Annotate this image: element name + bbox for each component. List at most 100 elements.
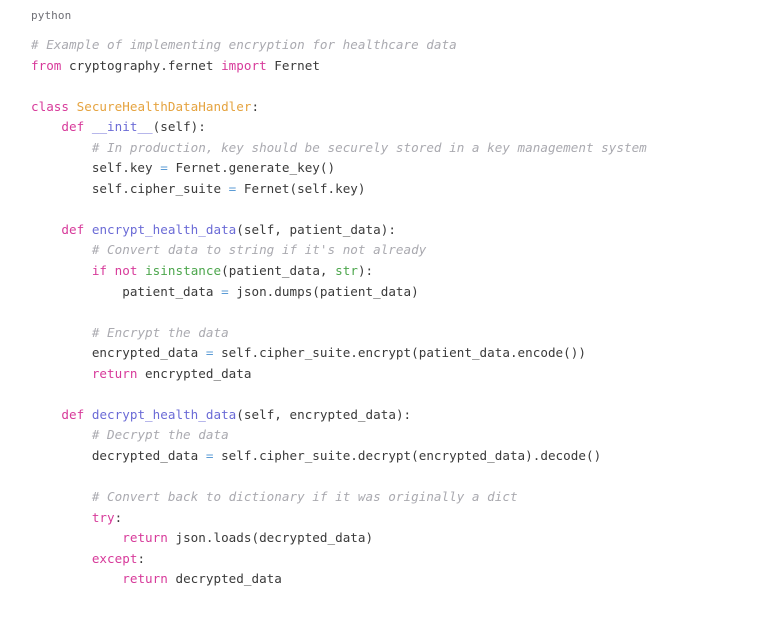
code-token-plain: self.key xyxy=(31,160,161,176)
code-line: # Encrypt the data xyxy=(31,323,768,344)
code-token-operator: = xyxy=(205,345,214,361)
code-token-plain xyxy=(31,489,92,504)
code-line: class SecureHealthDataHandler: xyxy=(31,97,768,118)
code-token-plain: self.cipher_suite.encrypt(patient_data.e… xyxy=(213,345,586,361)
code-line: # Convert back to dictionary if it was o… xyxy=(31,487,768,508)
code-token-plain: (self, patient_data): xyxy=(236,221,396,237)
code-token-keyword: def xyxy=(61,221,85,237)
code-token-plain xyxy=(31,510,92,525)
code-line: def decrypt_health_data(self, encrypted_… xyxy=(31,405,768,426)
code-content[interactable]: # Example of implementing encryption for… xyxy=(31,35,768,590)
code-token-keyword: return xyxy=(122,530,168,546)
code-line: encrypted_data = self.cipher_suite.encry… xyxy=(31,343,768,364)
code-token-plain: Fernet xyxy=(266,57,320,73)
code-line: if not isinstance(patient_data, str): xyxy=(31,261,768,282)
code-token-operator: = xyxy=(221,283,229,299)
code-token-keyword: except xyxy=(91,550,138,566)
code-block: python # Example of implementing encrypt… xyxy=(31,9,768,590)
code-line: return encrypted_data xyxy=(31,364,768,385)
code-token-plain: json.dumps(patient_data) xyxy=(228,283,419,299)
code-token-plain: (self, encrypted_data): xyxy=(236,406,412,422)
code-token-operator: = xyxy=(205,447,214,463)
code-token-plain xyxy=(31,571,122,586)
code-token-plain: Fernet(self.key) xyxy=(236,180,366,196)
code-token-plain: decrypted_data xyxy=(167,571,282,587)
code-token-keyword: def xyxy=(61,119,85,135)
code-token-plain xyxy=(31,551,92,566)
code-token-plain xyxy=(31,263,92,278)
code-token-plain xyxy=(107,263,115,278)
code-line: self.key = Fernet.generate_key() xyxy=(31,158,768,179)
code-line: # Convert data to string if it's not alr… xyxy=(31,240,768,261)
code-token-plain xyxy=(31,242,92,257)
code-token-plain: : xyxy=(114,509,123,525)
code-token-keyword: return xyxy=(122,571,168,587)
code-token-plain: (patient_data, xyxy=(221,263,336,279)
code-token-plain: json.loads(decrypted_data) xyxy=(167,530,374,546)
code-token-keyword: return xyxy=(91,365,138,381)
code-token-plain: patient_data xyxy=(31,283,222,299)
code-token-plain: ): xyxy=(357,263,374,279)
code-token-comment: # Encrypt the data xyxy=(91,324,229,340)
code-line xyxy=(31,302,768,323)
code-token-plain xyxy=(31,140,92,155)
code-token-function-name: __init__ xyxy=(91,119,153,135)
code-token-plain: encrypted_data xyxy=(137,365,252,381)
code-token-plain xyxy=(137,263,145,278)
code-line: def __init__(self): xyxy=(31,117,768,138)
code-token-plain xyxy=(31,119,61,134)
code-line: return json.loads(decrypted_data) xyxy=(31,528,768,549)
code-language-label: python xyxy=(31,9,72,22)
code-token-plain xyxy=(84,119,92,134)
code-token-comment: # Decrypt the data xyxy=(91,427,229,443)
code-line: decrypted_data = self.cipher_suite.decry… xyxy=(31,446,768,467)
code-token-plain: decrypted_data xyxy=(31,447,206,463)
code-token-keyword: from xyxy=(31,57,62,73)
code-token-function-name: decrypt_health_data xyxy=(91,406,237,422)
code-token-comment: # Convert data to string if it's not alr… xyxy=(91,242,427,258)
code-line xyxy=(31,199,768,220)
code-token-function-name: encrypt_health_data xyxy=(91,221,237,237)
code-token-keyword: if xyxy=(91,263,108,279)
code-line: # In production, key should be securely … xyxy=(31,138,768,159)
code-line xyxy=(31,466,768,487)
code-line: # Decrypt the data xyxy=(31,425,768,446)
code-line xyxy=(31,384,768,405)
code-token-comment: # Example of implementing encryption for… xyxy=(31,37,457,52)
code-token-plain: : xyxy=(251,98,260,114)
code-token-plain: self.cipher_suite xyxy=(31,180,229,196)
code-token-plain: cryptography.fernet xyxy=(61,57,222,73)
code-token-plain xyxy=(31,407,61,422)
code-token-plain: encrypted_data xyxy=(31,345,206,361)
code-token-plain xyxy=(84,222,92,237)
code-line: # Example of implementing encryption for… xyxy=(31,35,768,56)
code-line: def encrypt_health_data(self, patient_da… xyxy=(31,220,768,241)
code-line: try: xyxy=(31,508,768,529)
code-token-operator: = xyxy=(228,180,237,196)
code-token-plain: : xyxy=(137,550,146,566)
code-token-plain xyxy=(31,222,61,237)
code-token-keyword: import xyxy=(221,57,267,73)
code-token-class-name: SecureHealthDataHandler xyxy=(76,98,252,114)
code-line: from cryptography.fernet import Fernet xyxy=(31,56,768,77)
code-token-comment: # In production, key should be securely … xyxy=(91,139,647,155)
code-token-plain: (self): xyxy=(152,119,206,135)
code-token-comment: # Convert back to dictionary if it was o… xyxy=(91,489,518,505)
code-token-plain: Fernet.generate_key() xyxy=(167,160,336,176)
code-token-keyword: not xyxy=(114,263,138,279)
code-line: except: xyxy=(31,549,768,570)
code-line: self.cipher_suite = Fernet(self.key) xyxy=(31,179,768,200)
code-token-keyword: def xyxy=(61,406,85,422)
code-line: patient_data = json.dumps(patient_data) xyxy=(31,282,768,303)
code-line: return decrypted_data xyxy=(31,569,768,590)
code-token-builtin: str xyxy=(335,263,358,279)
code-token-plain: self.cipher_suite.decrypt(encrypted_data… xyxy=(213,447,602,463)
code-token-keyword: try xyxy=(91,509,115,525)
code-line xyxy=(31,76,768,97)
code-token-plain xyxy=(84,407,92,422)
code-token-plain xyxy=(31,366,92,381)
code-token-builtin: isinstance xyxy=(145,263,222,279)
code-token-keyword: class xyxy=(31,98,70,114)
code-token-plain xyxy=(69,99,77,114)
code-token-plain xyxy=(31,530,122,545)
